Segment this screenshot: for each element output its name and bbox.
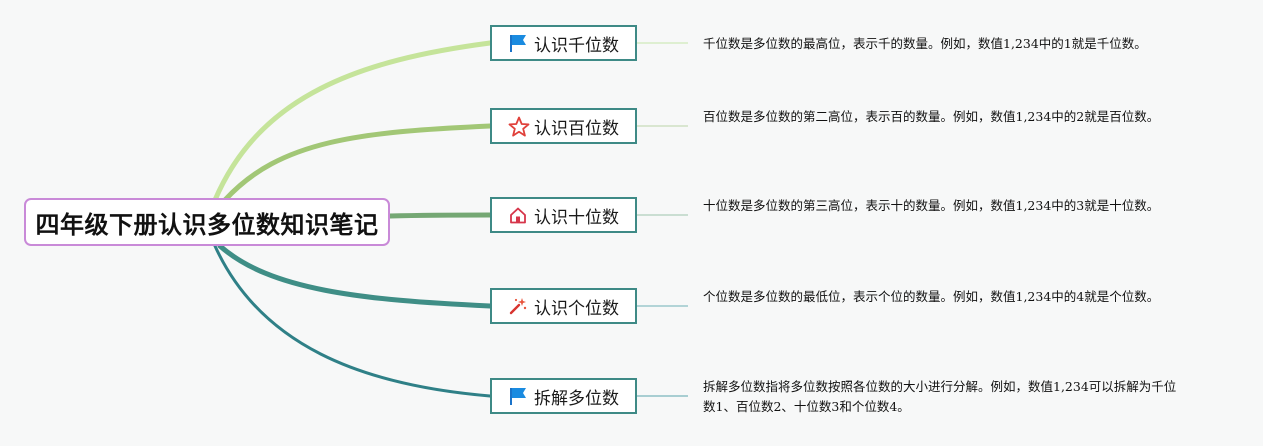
topic-label: 认识个位数 (534, 298, 619, 319)
branch-connector-5 (213, 244, 492, 398)
topic-label: 认识百位数 (534, 118, 619, 139)
magic-wand-icon (508, 296, 528, 316)
note-tens: 十位数是多位数的第三高位，表示十的数量。例如，数值1,234中的3就是十位数。 (703, 198, 1160, 213)
branch-connector-3 (387, 212, 493, 219)
topic-tens[interactable]: 认识十位数 (490, 197, 637, 233)
note-ones: 个位数是多位数的最低位，表示个位的数量。例如，数值1,234中的4就是个位数。 (703, 289, 1160, 304)
note-hundreds: 百位数是多位数的第二高位，表示百的数量。例如，数值1,234中的2就是百位数。 (703, 109, 1160, 124)
branch-connector-2 (222, 123, 493, 203)
topic-ones[interactable]: 认识个位数 (490, 288, 637, 324)
branch-connector-1 (212, 40, 493, 203)
red-star-icon (508, 116, 530, 137)
root-topic[interactable]: 四年级下册认识多位数知识笔记 (24, 198, 390, 246)
topic-label: 认识千位数 (534, 35, 619, 56)
branch-connector-4 (217, 243, 493, 309)
topic-decompose[interactable]: 拆解多位数 (490, 378, 637, 414)
topic-label: 认识十位数 (534, 207, 619, 228)
blue-flag-icon (508, 33, 528, 53)
topic-hundreds[interactable]: 认识百位数 (490, 108, 637, 144)
topic-label: 拆解多位数 (534, 388, 619, 409)
house-icon (508, 205, 528, 225)
note-decompose: 拆解多位数指将多位数按照各位数的大小进行分解。例如，数值1,234可以拆解为千位… (703, 379, 1177, 414)
topic-thousands[interactable]: 认识千位数 (490, 25, 637, 61)
note-thousands: 千位数是多位数的最高位，表示千的数量。例如，数值1,234中的1就是千位数。 (703, 36, 1147, 51)
blue-flag-icon (508, 386, 528, 406)
